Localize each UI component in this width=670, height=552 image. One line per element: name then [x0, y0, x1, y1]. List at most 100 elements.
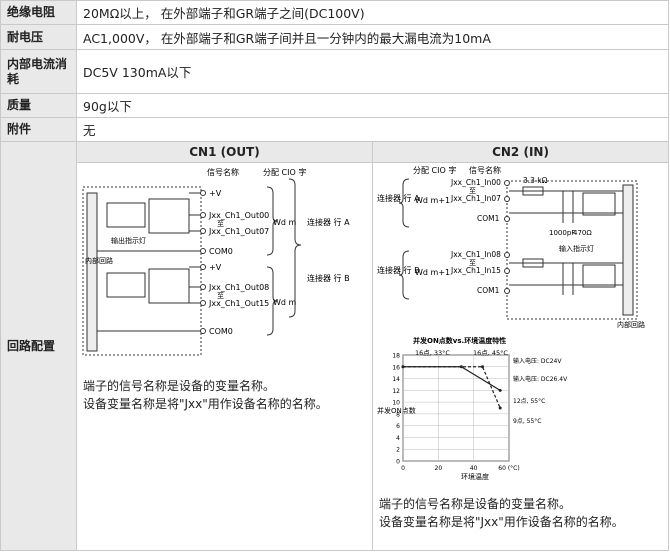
cn1-note-1: 端子的信号名称是设备的变量名称。	[83, 379, 276, 393]
cn1-title: CN1 (OUT)	[76, 141, 373, 163]
chart-xtick-label: 0	[401, 465, 405, 472]
row-accessory: 附件 无	[0, 117, 670, 142]
value-current: DC5V 130mA以下	[75, 49, 670, 94]
cn1-driver-b	[148, 268, 190, 304]
row-circuit-head: 回路配置 CN1 (OUT) CN2 (IN)	[0, 141, 670, 551]
chart-ytick-label: 10	[392, 400, 400, 407]
cn2-sig-header: 信号名称	[469, 165, 501, 175]
cn1-internal-box	[82, 186, 202, 356]
cn2-note-1: 端子的信号名称是设备的变量名称。	[379, 497, 572, 511]
chart-ytick-label: 16	[392, 364, 400, 371]
cn1-pin-9: COM0	[209, 327, 233, 336]
chart-xtick-label: 20	[435, 465, 443, 472]
cn1-pin-6: Jxx_Ch1_Out08	[208, 283, 269, 292]
value-voltage: AC1,000V， 在外部端子和GR端子间并且一分钟内的最大漏电流为10mA	[75, 24, 670, 50]
cn1-note-2: 设备变量名称是将"Jxx"用作设备名称的名称。	[83, 397, 328, 411]
cn2-internal-label: 内部回路	[617, 320, 645, 329]
label-mass: 质量	[0, 93, 77, 118]
cn2-internal-box	[506, 180, 638, 320]
cn1-alloc-header: 分配 CIO 字	[263, 167, 306, 177]
cn2-cap-label: 1000pF	[549, 229, 575, 237]
chart-annot-0: 16点, 33°C	[415, 349, 450, 357]
chart-point	[481, 365, 484, 369]
cn1-indicator-label: 输出指示灯	[111, 236, 146, 245]
cn2-pin-0: Jxx_Ch1_In00	[450, 178, 501, 187]
cn2-word-a: Wd m+1	[415, 196, 450, 205]
cn2-indicator-label: 输入指示灯	[559, 244, 594, 253]
cn2-connector-b: 连接器 行 B	[377, 265, 420, 275]
cn1-driver-a	[148, 198, 190, 234]
cn2-resistor-label: 3.3 kΩ	[523, 176, 548, 185]
value-accessory: 无	[75, 117, 670, 142]
cn2-alloc-header: 分配 CIO 字	[413, 165, 456, 175]
chart-annot-3: 输入电压: DC26.4V	[513, 375, 568, 383]
chart-ytick-label: 8	[396, 411, 400, 418]
cn1-bracket-a	[266, 186, 278, 256]
chart-title: 并发ON点数vs.环境温度特性	[413, 336, 506, 345]
cn2-opto-b	[582, 264, 616, 288]
chart-annot-2: 输入电压: DC24V	[513, 357, 562, 365]
chart-ytick-label: 14	[392, 376, 400, 383]
cn1-pin-7: 至	[217, 292, 224, 300]
row-insulation: 绝缘电阻 20MΩ以上， 在外部端子和GR端子之间(DC100V)	[0, 0, 670, 25]
cn2-pin-4: Jxx_Ch1_In08	[450, 250, 501, 259]
cn1-pin-5: +V	[209, 263, 222, 272]
chart-ylabel: 并发ON点数	[377, 406, 416, 415]
cn1-opto-b	[106, 272, 146, 298]
chart-ytick-label: 2	[396, 447, 400, 454]
label-current: 内部电流消耗	[0, 49, 77, 94]
label-voltage: 耐电压	[0, 24, 77, 50]
cn1-connector-a: 连接器 行 A	[307, 217, 350, 227]
cn1-pin-4: COM0	[209, 247, 233, 256]
chart-point	[498, 406, 502, 410]
cn2-notes: 端子的信号名称是设备的变量名称。 设备变量名称是将"Jxx"用作设备名称的名称。	[373, 491, 668, 535]
value-insulation: 20MΩ以上， 在外部端子和GR端子之间(DC100V)	[75, 0, 670, 25]
cn2-bracket-a	[398, 178, 410, 228]
cn1-word-a: Wd m	[273, 218, 297, 227]
chart-point	[401, 365, 405, 369]
label-circuit: 回路配置	[0, 141, 77, 551]
cn2-pin-7: COM1	[477, 286, 500, 295]
cn1-notes: 端子的信号名称是设备的变量名称。 设备变量名称是将"Jxx"用作设备名称的名称。	[77, 373, 372, 417]
cn1-internal-label: 内部回路	[85, 256, 113, 265]
cn2-pin-1: 至	[469, 187, 476, 195]
chart-ytick-label: 6	[396, 423, 400, 430]
cn1-pin-3: Jxx_Ch1_Out07	[208, 227, 269, 236]
chart-series-line-1	[403, 366, 501, 409]
cn1-pin-1: Jxx_Ch1_Out00	[208, 211, 269, 220]
cn1-internal-bar	[86, 192, 98, 352]
cn1-sig-header: 信号名称	[207, 167, 239, 177]
cn1-pin-8: Jxx_Ch1_Out15	[208, 299, 269, 308]
cn2-pin-3: COM1	[477, 214, 500, 223]
chart-frame	[402, 354, 510, 462]
chart-point	[498, 388, 502, 392]
cn2-connector-a: 连接器 行 A	[377, 193, 420, 203]
chart-ytick-label: 0	[396, 459, 400, 466]
cn2-pin-5: 至	[469, 259, 476, 267]
chart-annot-1: 16点, 45°C	[473, 349, 508, 357]
cn1-connector-b: 连接器 行 B	[307, 273, 350, 283]
chart-ytick-label: 18	[392, 353, 400, 360]
cn2-pin-2: Jxx_Ch1_In07	[450, 194, 501, 203]
cn2-resistor-b	[522, 258, 544, 268]
cn2-diagram: 分配 CIO 字 信号名称 Jxx_Ch1_In00 至 Jxx_Ch1_In0…	[377, 165, 645, 329]
cn2-bracket-b	[398, 250, 410, 300]
row-circuit-body: 信号名称 分配 CIO 字 +V Jxx_Ch1_Out00 至 Jxx_Ch1…	[1, 162, 670, 551]
chart-ytick-label: 4	[396, 435, 400, 442]
cn2-chart: 并发ON点数vs.环境温度特性 并发ON点数 环境温度 0 2 4 6 8 10 12 14 1…	[377, 336, 568, 481]
chart-ytick-label: 12	[392, 388, 400, 395]
cn1-opto-a	[106, 202, 146, 228]
cn2-opto-a	[582, 192, 616, 216]
cn1-cell: 信号名称 分配 CIO 字 +V Jxx_Ch1_Out00 至 Jxx_Ch1…	[76, 162, 373, 551]
cn2-resistor-a	[522, 186, 544, 196]
cn1-word-b: Wd m	[273, 298, 297, 307]
cn2-title: CN2 (IN)	[371, 141, 670, 163]
chart-annot-5: 9点, 55°C	[513, 417, 541, 425]
row-voltage: 耐电压 AC1,000V， 在外部端子和GR端子间并且一分钟内的最大漏电流为10…	[0, 24, 670, 50]
chart-xlabel: 环境温度	[461, 472, 489, 481]
cn2-pin-6: Jxx_Ch1_In15	[450, 266, 501, 275]
chart-xtick-label: 60 (°C)	[498, 465, 519, 472]
row-mass: 质量 90g以下	[0, 93, 670, 118]
value-mass: 90g以下	[75, 93, 670, 118]
